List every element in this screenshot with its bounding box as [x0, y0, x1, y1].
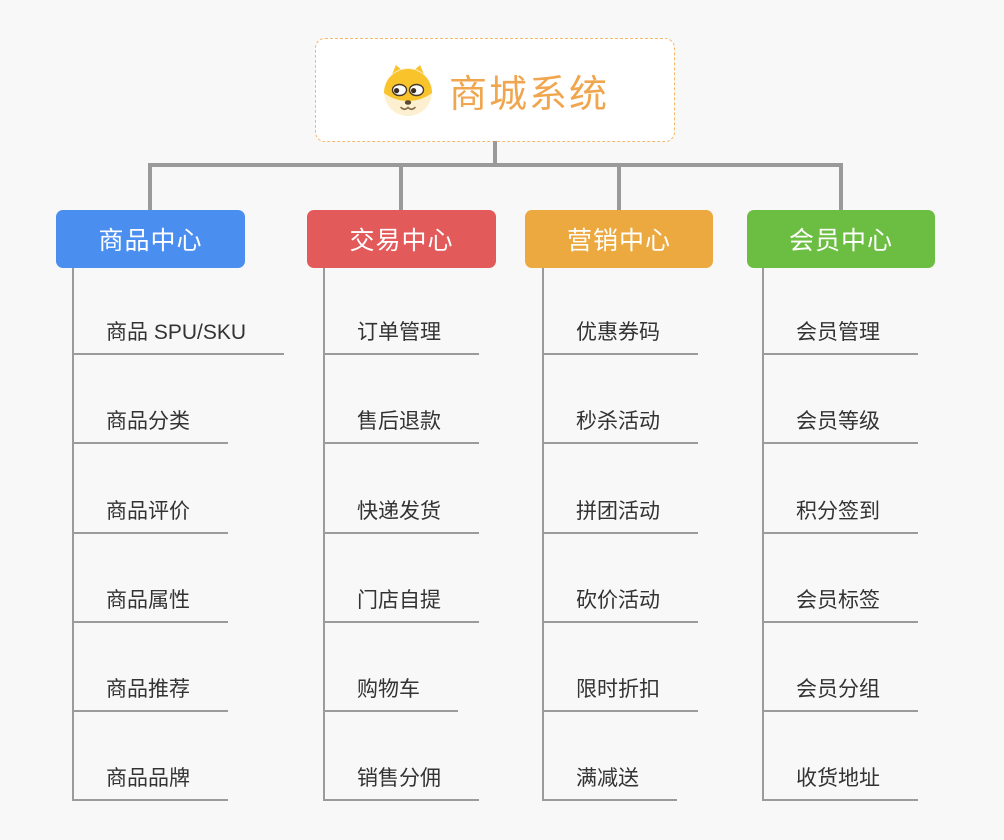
- leaf-node[interactable]: 购物车: [323, 670, 458, 712]
- connector-spine-trade: [323, 268, 325, 800]
- leaf-node[interactable]: 收货地址: [762, 759, 918, 801]
- leaf-node[interactable]: 砍价活动: [542, 581, 698, 623]
- leaf-node[interactable]: 秒杀活动: [542, 402, 698, 444]
- connector-drop-products: [148, 166, 152, 212]
- connector-drop-members: [839, 166, 843, 212]
- branch-node-trade[interactable]: 交易中心: [307, 210, 496, 268]
- branch-node-members[interactable]: 会员中心: [747, 210, 935, 268]
- connector-spine-products: [72, 268, 74, 800]
- leaf-node[interactable]: 会员管理: [762, 313, 918, 355]
- leaf-node[interactable]: 快递发货: [323, 492, 479, 534]
- leaf-node[interactable]: 商品分类: [72, 402, 228, 444]
- leaf-node[interactable]: 销售分佣: [323, 759, 479, 801]
- connector-drop-marketing: [617, 166, 621, 212]
- connector-spine-marketing: [542, 268, 544, 800]
- leaf-node[interactable]: 满减送: [542, 759, 677, 801]
- root-title: 商城系统: [448, 73, 609, 116]
- leaf-node[interactable]: 门店自提: [323, 581, 479, 623]
- leaf-node[interactable]: 商品品牌: [72, 759, 228, 801]
- leaf-node[interactable]: 商品评价: [72, 492, 228, 534]
- connector-horizontal-bar: [148, 163, 843, 167]
- leaf-node[interactable]: 商品 SPU/SKU: [72, 313, 285, 355]
- connector-root-stub: [493, 141, 497, 165]
- connector-drop-trade: [399, 166, 403, 212]
- leaf-node[interactable]: 商品推荐: [72, 670, 228, 712]
- leaf-node[interactable]: 拼团活动: [542, 492, 698, 534]
- branch-node-products[interactable]: 商品中心: [56, 210, 245, 268]
- leaf-node[interactable]: 售后退款: [323, 402, 479, 444]
- branch-node-marketing[interactable]: 营销中心: [525, 210, 713, 268]
- leaf-node[interactable]: 会员分组: [762, 670, 918, 712]
- root-node[interactable]: 商城系统: [315, 38, 675, 142]
- dog-icon: [383, 65, 432, 116]
- leaf-node[interactable]: 限时折扣: [542, 670, 698, 712]
- connector-spine-members: [762, 268, 764, 800]
- leaf-node[interactable]: 商品属性: [72, 581, 228, 623]
- leaf-node[interactable]: 会员等级: [762, 402, 918, 444]
- leaf-node[interactable]: 优惠券码: [542, 313, 698, 355]
- leaf-node[interactable]: 订单管理: [323, 313, 479, 355]
- leaf-node[interactable]: 积分签到: [762, 492, 918, 534]
- leaf-node[interactable]: 会员标签: [762, 581, 918, 623]
